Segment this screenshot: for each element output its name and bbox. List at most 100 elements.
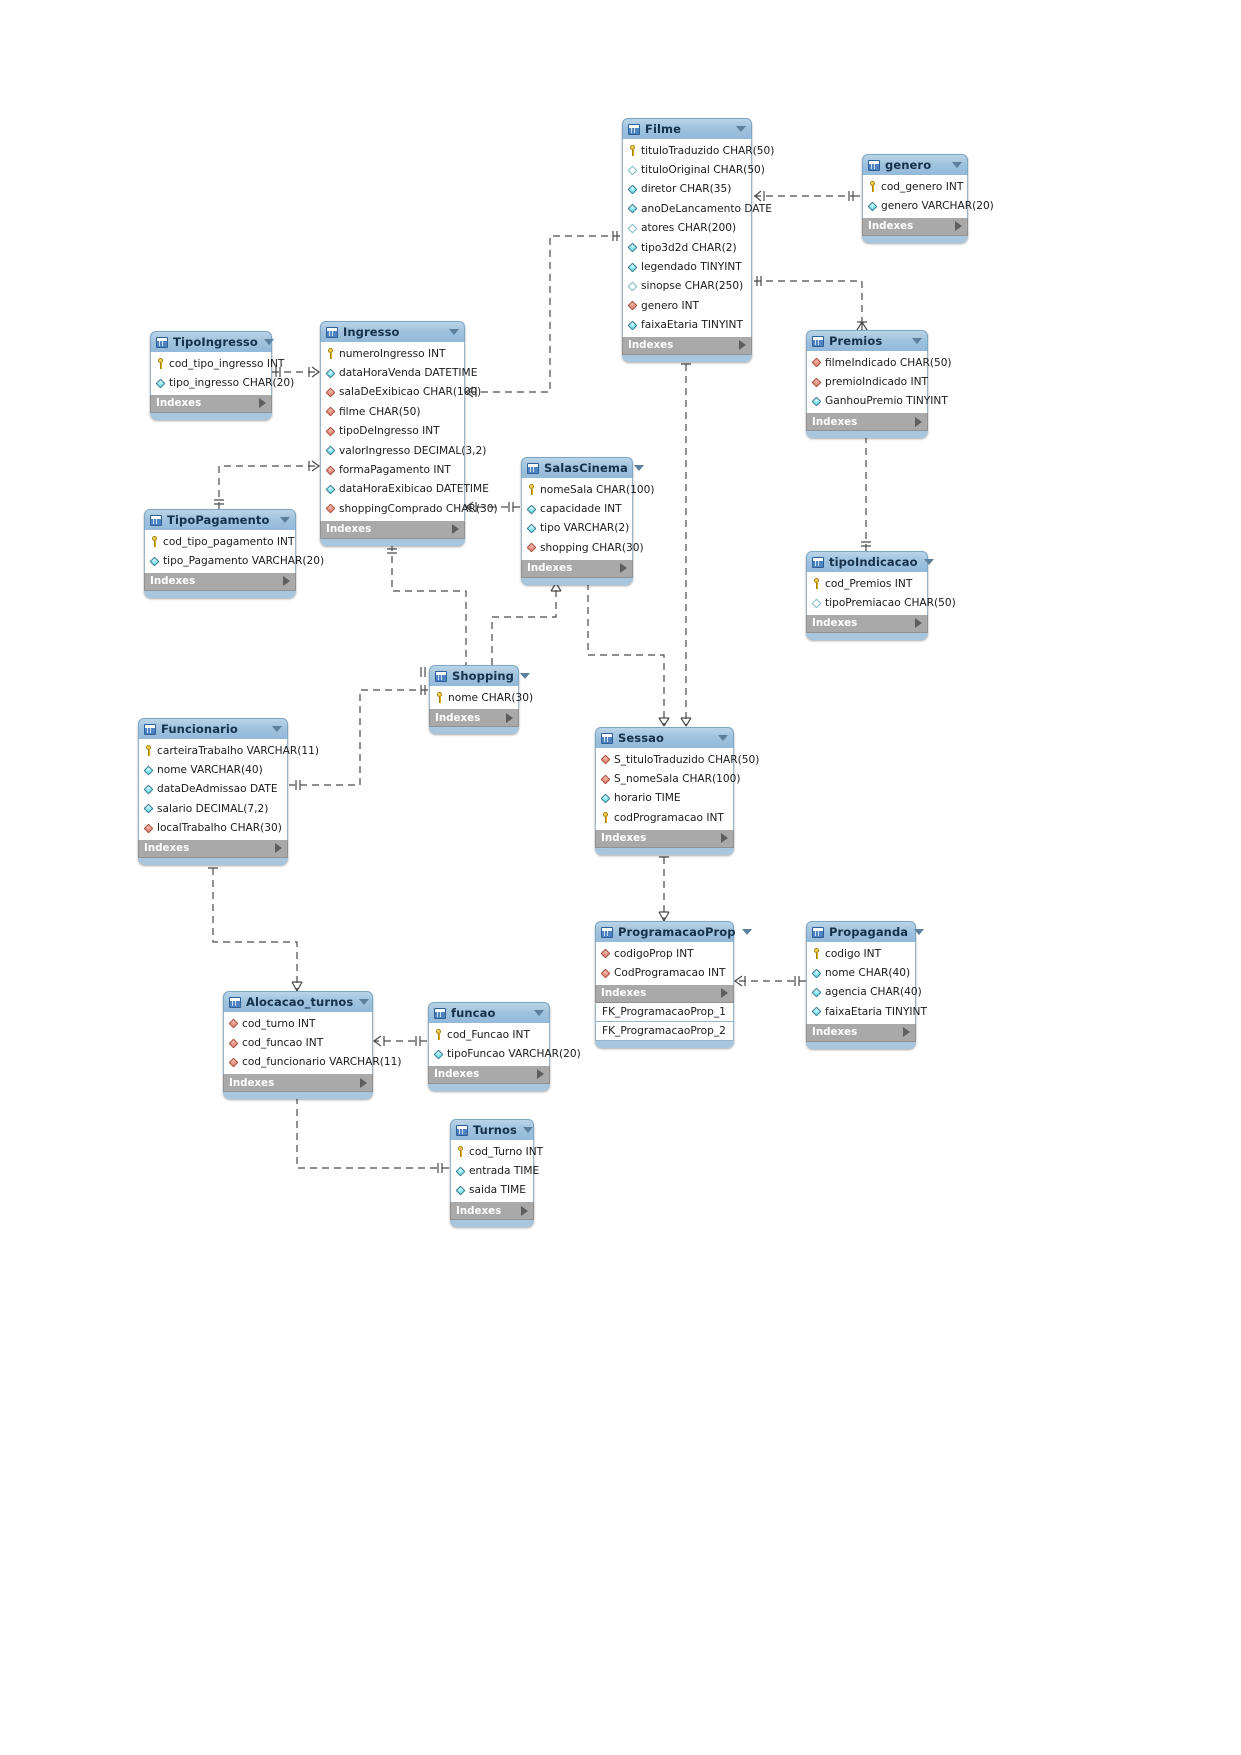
table-header-premios[interactable]: Premios bbox=[806, 330, 928, 351]
indexes-section-turnos[interactable]: Indexes bbox=[450, 1202, 534, 1221]
table-row[interactable]: capacidade INT bbox=[522, 499, 632, 518]
chevron-down-icon[interactable] bbox=[952, 162, 962, 168]
table-row[interactable]: tituloTraduzido CHAR(50) bbox=[623, 141, 774, 160]
chevron-down-icon[interactable] bbox=[449, 329, 459, 335]
table-row[interactable]: cod_funcionario VARCHAR(11) bbox=[224, 1053, 401, 1072]
chevron-down-icon[interactable] bbox=[633, 465, 644, 471]
table-row[interactable]: dataHoraExibicao DATETIME bbox=[321, 480, 489, 499]
table-row[interactable]: legendado TINYINT bbox=[623, 257, 751, 276]
table-row[interactable]: atores CHAR(200) bbox=[623, 219, 751, 238]
chevron-down-icon[interactable] bbox=[923, 559, 934, 565]
table-row[interactable]: tipoFuncao VARCHAR(20) bbox=[429, 1044, 581, 1063]
table-row[interactable]: tipo VARCHAR(2) bbox=[522, 519, 632, 538]
table-row[interactable]: codigoProp INT bbox=[596, 944, 733, 963]
chevron-down-icon[interactable] bbox=[736, 126, 746, 132]
expand-right-icon[interactable] bbox=[521, 1205, 528, 1216]
indexes-section-propaganda[interactable]: Indexes bbox=[806, 1023, 916, 1042]
table-row[interactable]: faixaEtaria TINYINT bbox=[623, 316, 751, 335]
table-row[interactable]: valorIngresso DECIMAL(3,2) bbox=[321, 441, 486, 460]
table-row[interactable]: cod_Funcao INT bbox=[429, 1025, 549, 1044]
chevron-down-icon[interactable] bbox=[534, 1010, 544, 1016]
table-header-funcionario[interactable]: Funcionario bbox=[138, 718, 288, 739]
expand-right-icon[interactable] bbox=[721, 833, 728, 844]
indexes-section-salascinema[interactable]: Indexes bbox=[521, 559, 633, 578]
indexes-section-genero[interactable]: Indexes bbox=[862, 217, 968, 236]
table-row[interactable]: numeroIngresso INT bbox=[321, 344, 464, 363]
indexes-section-programacaoprop[interactable]: Indexes bbox=[595, 984, 734, 1003]
table-row[interactable]: agencia CHAR(40) bbox=[807, 983, 922, 1002]
expand-right-icon[interactable] bbox=[721, 988, 728, 999]
table-row[interactable]: saida TIME bbox=[451, 1181, 533, 1200]
table-row[interactable]: formaPagamento INT bbox=[321, 460, 464, 479]
table-row[interactable]: nomeSala CHAR(100) bbox=[522, 480, 655, 499]
table-header-tipoindicacao[interactable]: tipoIndicacao bbox=[806, 551, 934, 572]
chevron-down-icon[interactable] bbox=[741, 929, 752, 935]
indexes-section-premios[interactable]: Indexes bbox=[806, 413, 928, 432]
table-row[interactable]: tituloOriginal CHAR(50) bbox=[623, 160, 765, 179]
table-row[interactable]: shoppingComprado CHAR(30) bbox=[321, 499, 498, 518]
table-row[interactable]: tipo_ingresso CHAR(20) bbox=[151, 373, 294, 392]
table-row[interactable]: faixaEtaria TINYINT bbox=[807, 1002, 927, 1021]
table-header-salascinema[interactable]: SalasCinema bbox=[521, 457, 644, 478]
table-row[interactable]: tipo3d2d CHAR(2) bbox=[623, 238, 751, 257]
chevron-down-icon[interactable] bbox=[263, 339, 274, 345]
table-header-alocacao_turnos[interactable]: Alocacao_turnos bbox=[223, 991, 373, 1012]
table-row[interactable]: shopping CHAR(30) bbox=[522, 538, 644, 557]
table-row[interactable]: filme CHAR(50) bbox=[321, 402, 464, 421]
table-header-programacaoprop[interactable]: ProgramacaoProp bbox=[595, 921, 752, 942]
table-row[interactable]: nome CHAR(40) bbox=[807, 963, 915, 982]
table-row[interactable]: sinopse CHAR(250) bbox=[623, 277, 751, 296]
table-row[interactable]: codProgramacao INT bbox=[596, 808, 733, 827]
indexes-section-sessao[interactable]: Indexes bbox=[595, 829, 734, 848]
indexes-section-tipoindicacao[interactable]: Indexes bbox=[806, 614, 928, 633]
table-row[interactable]: salaDeExibicao CHAR(100) bbox=[321, 383, 481, 402]
chevron-down-icon[interactable] bbox=[280, 517, 290, 523]
indexes-section-tipopagamento[interactable]: Indexes bbox=[144, 572, 296, 591]
table-row[interactable]: localTrabalho CHAR(30) bbox=[139, 819, 287, 838]
expand-right-icon[interactable] bbox=[915, 416, 922, 427]
expand-right-icon[interactable] bbox=[506, 712, 513, 723]
table-row[interactable]: GanhouPremio TINYINT bbox=[807, 392, 948, 411]
table-row[interactable]: dataDeAdmissao DATE bbox=[139, 780, 287, 799]
chevron-down-icon[interactable] bbox=[914, 929, 925, 935]
table-header-genero[interactable]: genero bbox=[862, 154, 968, 175]
indexes-section-ingresso[interactable]: Indexes bbox=[320, 520, 465, 539]
table-row[interactable]: cod_turno INT bbox=[224, 1014, 372, 1033]
table-row[interactable]: diretor CHAR(35) bbox=[623, 180, 751, 199]
table-row[interactable]: cod_tipo_ingresso INT bbox=[151, 354, 284, 373]
indexes-section-shopping[interactable]: Indexes bbox=[429, 709, 519, 728]
table-header-ingresso[interactable]: Ingresso bbox=[320, 321, 465, 342]
chevron-down-icon[interactable] bbox=[272, 726, 282, 732]
expand-right-icon[interactable] bbox=[739, 340, 746, 351]
table-row[interactable]: genero INT bbox=[623, 296, 751, 315]
expand-right-icon[interactable] bbox=[283, 576, 290, 587]
table-row[interactable]: cod_tipo_pagamento INT bbox=[145, 532, 295, 551]
chevron-down-icon[interactable] bbox=[520, 673, 530, 679]
table-row[interactable]: horario TIME bbox=[596, 789, 733, 808]
table-row[interactable]: nome CHAR(30) bbox=[430, 688, 533, 707]
table-row[interactable]: genero VARCHAR(20) bbox=[863, 196, 994, 215]
table-row[interactable]: salario DECIMAL(7,2) bbox=[139, 799, 287, 818]
expand-right-icon[interactable] bbox=[620, 563, 627, 574]
table-header-sessao[interactable]: Sessao bbox=[595, 727, 734, 748]
table-row[interactable]: tipo_Pagamento VARCHAR(20) bbox=[145, 551, 324, 570]
table-row[interactable]: cod_funcao INT bbox=[224, 1033, 372, 1052]
index-entry[interactable]: FK_ProgramacaoProp_2 bbox=[595, 1021, 734, 1041]
expand-right-icon[interactable] bbox=[360, 1077, 367, 1088]
expand-right-icon[interactable] bbox=[903, 1027, 910, 1038]
table-row[interactable]: carteiraTrabalho VARCHAR(11) bbox=[139, 741, 319, 760]
table-row[interactable]: cod_genero INT bbox=[863, 177, 967, 196]
table-row[interactable]: codigo INT bbox=[807, 944, 915, 963]
table-header-funcao[interactable]: funcao bbox=[428, 1002, 550, 1023]
expand-right-icon[interactable] bbox=[275, 843, 282, 854]
